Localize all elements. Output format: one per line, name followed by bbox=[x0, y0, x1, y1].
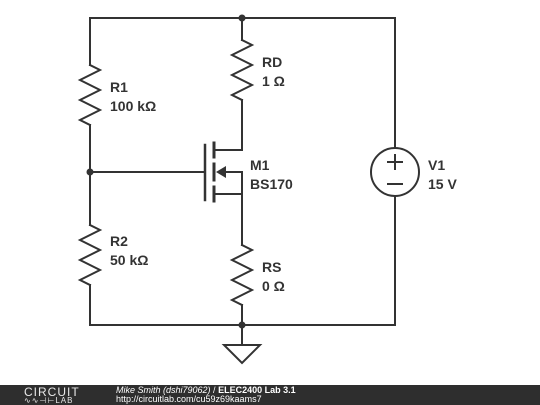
resistor-r2 bbox=[77, 223, 103, 287]
resistor-r1 bbox=[77, 63, 103, 127]
junction-gate bbox=[86, 168, 94, 176]
m1-value: BS170 bbox=[250, 176, 293, 192]
resistor-rd bbox=[229, 38, 255, 102]
r1-name: R1 bbox=[110, 79, 128, 95]
circuit-schematic: R1 100 kΩ R2 50 kΩ RD 1 Ω RS 0 Ω M1 BS17… bbox=[77, 14, 457, 365]
junction-bottom bbox=[238, 321, 246, 329]
footer-credits: Mike Smith (dshi79062) / ELEC2400 Lab 3.… bbox=[116, 386, 296, 404]
m1-name: M1 bbox=[250, 157, 270, 173]
rd-name: RD bbox=[262, 54, 282, 70]
footer-bar: CIRCUIT ∿∿⊣⊢LAB Mike Smith (dshi79062) /… bbox=[0, 385, 540, 405]
r1-value: 100 kΩ bbox=[110, 98, 156, 114]
rs-value: 0 Ω bbox=[262, 278, 285, 294]
mosfet-arrow-icon bbox=[216, 166, 226, 178]
credits-separator: / bbox=[210, 385, 219, 395]
rs-name: RS bbox=[262, 259, 281, 275]
rd-value: 1 Ω bbox=[262, 73, 285, 89]
ground-symbol bbox=[221, 344, 263, 365]
v1-value: 15 V bbox=[428, 176, 457, 192]
credits-line: Mike Smith (dshi79062) / ELEC2400 Lab 3.… bbox=[116, 386, 296, 395]
r2-value: 50 kΩ bbox=[110, 252, 148, 268]
v1-name: V1 bbox=[428, 157, 445, 173]
project-title: ELEC2400 Lab 3.1 bbox=[218, 385, 296, 395]
project-url[interactable]: http://circuitlab.com/cu59z69kaams7 bbox=[116, 394, 262, 404]
resistor-rs bbox=[229, 243, 255, 307]
logo-text-top: CIRCUIT bbox=[24, 385, 80, 399]
logo-text-bottom: ∿∿⊣⊢LAB bbox=[24, 396, 73, 405]
author-name: Mike Smith (dshi79062) bbox=[116, 385, 211, 395]
r2-name: R2 bbox=[110, 233, 128, 249]
junction-top bbox=[238, 14, 246, 22]
logo-wave-icon: ∿∿⊣⊢ bbox=[24, 396, 56, 405]
logo-text-lab: LAB bbox=[55, 396, 74, 405]
